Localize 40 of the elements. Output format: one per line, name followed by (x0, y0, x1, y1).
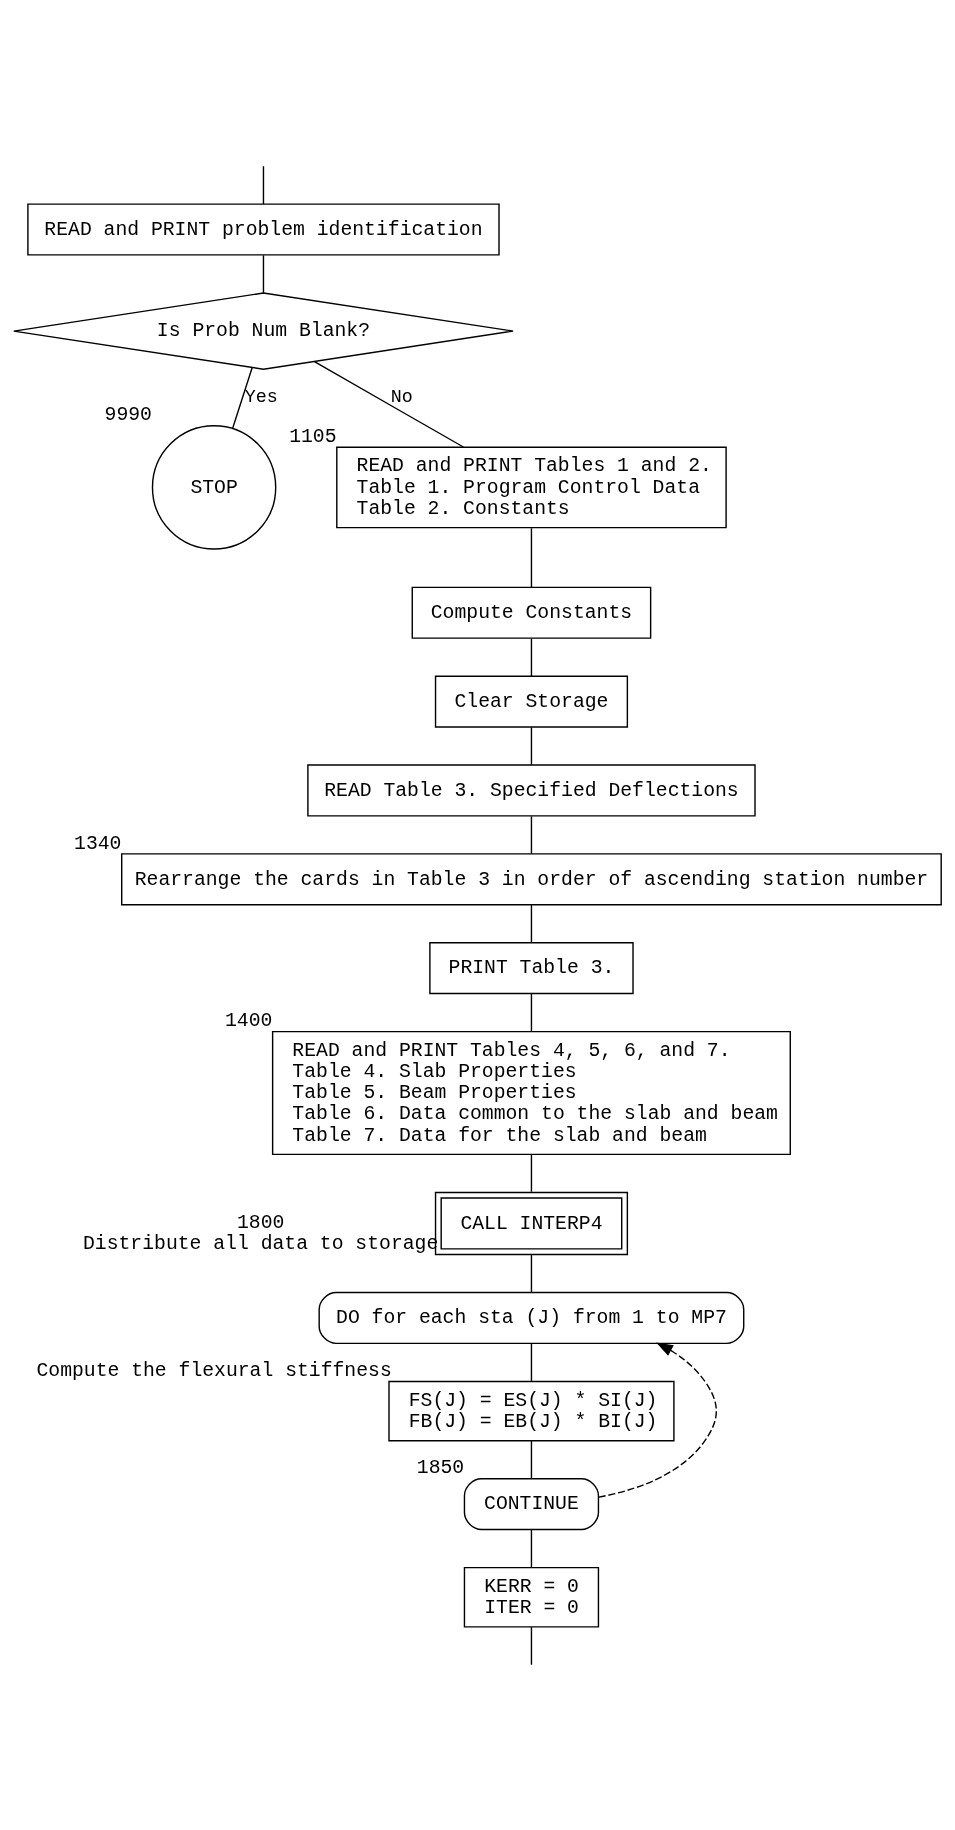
node-label: 1850 (416, 1456, 465, 1479)
connector (530, 1528, 533, 1568)
node-box: DO for each sta (J) from 1 to MP7 (318, 1291, 745, 1344)
node-label: 9990 (104, 403, 152, 426)
node-box: Clear Storage (434, 675, 629, 728)
node-box: Compute Constants (411, 586, 652, 639)
node-box: READ and PRINT Tables 4, 5, 6, and 7. Table 4. Slab Properties Table 5. Beam Properties Table 6. Data common to the slab and beam Table 7. Data for the slab and beam (271, 1030, 791, 1155)
node-label: 1340 (74, 832, 122, 855)
connector (232, 366, 253, 429)
node-label: Compute the flexural stiffness (36, 1359, 392, 1382)
connector (530, 1625, 533, 1665)
connector (530, 1253, 533, 1293)
node-box: KERR = 0 ITER = 0 (463, 1566, 600, 1628)
node-box: READ and PRINT problem identification (27, 202, 500, 256)
connector (530, 637, 533, 677)
node-box: CONTINUE (463, 1477, 600, 1530)
connector (530, 1153, 533, 1192)
connector (262, 165, 265, 205)
node-box: READ and PRINT Tables 1 and 2. Table 1. Program Control Data Table 2. Constants (336, 446, 727, 528)
edge-label: No (390, 386, 413, 408)
node-diamond: Is Prob Num Blank? (13, 291, 514, 370)
connector (530, 527, 533, 588)
node-label: 1400 (224, 1009, 273, 1032)
connector (530, 815, 533, 854)
node-circle: STOP (151, 424, 277, 550)
connector (530, 1439, 533, 1479)
connector (262, 254, 265, 294)
connector (530, 1342, 533, 1382)
node-box: READ Table 3. Specified Deflections (307, 763, 756, 817)
connector (530, 903, 533, 943)
edge-label: Yes (244, 386, 278, 408)
connector (530, 726, 533, 766)
arrow (598, 1342, 717, 1498)
node-label: 1800 (236, 1211, 285, 1234)
node-box: PRINT Table 3. (429, 941, 634, 994)
node-box: Rearrange the cards in Table 3 in order of ascending station number (121, 852, 942, 905)
node-box: FS(J) = ES(J) * SI(J) FB(J) = EB(J) * BI(J) (388, 1380, 675, 1441)
node-label: 1105 (289, 425, 337, 448)
connector (530, 992, 533, 1032)
connector (313, 360, 465, 448)
